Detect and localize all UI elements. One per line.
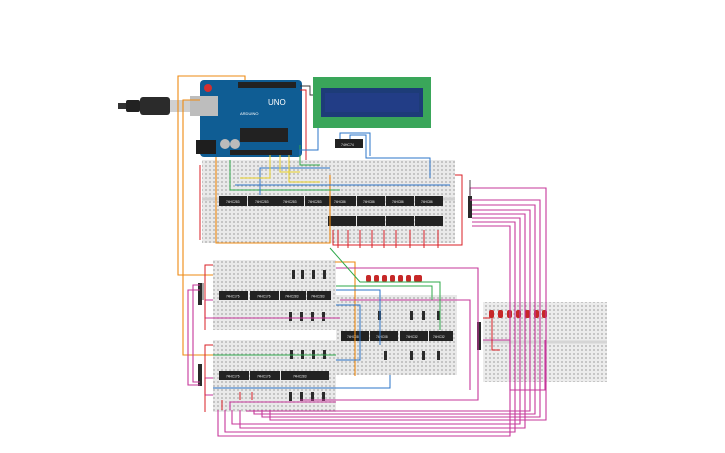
svg-text:74HC283: 74HC283 bbox=[255, 200, 269, 204]
chip bbox=[276, 196, 304, 206]
atmega-chip bbox=[240, 128, 288, 142]
svg-text:74HC08: 74HC08 bbox=[376, 335, 388, 339]
chip bbox=[386, 196, 414, 206]
chip-row-3: 74HC08 74HC08 74HC32 74HC32 bbox=[341, 331, 453, 341]
chip bbox=[280, 291, 306, 300]
led-row-mid bbox=[366, 275, 422, 282]
usb-cable[interactable] bbox=[118, 97, 190, 115]
wires-blue bbox=[213, 128, 450, 389]
svg-text:74HC176: 74HC176 bbox=[257, 375, 271, 379]
chip bbox=[219, 291, 248, 300]
reset-button-icon bbox=[204, 84, 212, 92]
arduino-uno-board[interactable]: UNO ARDUINO bbox=[190, 80, 302, 157]
chip bbox=[305, 196, 328, 206]
svg-text:74HC74: 74HC74 bbox=[341, 143, 354, 147]
svg-text:74HC283: 74HC283 bbox=[311, 295, 325, 299]
chip-row-1-right: 74HC86 74HC86 74HC86 74HC86 bbox=[328, 196, 443, 226]
chip-top[interactable]: 74HC74 bbox=[335, 139, 363, 148]
board-logo-label: ARDUINO bbox=[240, 111, 258, 116]
chip bbox=[281, 371, 329, 380]
svg-text:74HC86: 74HC86 bbox=[392, 200, 404, 204]
svg-text:74HC86: 74HC86 bbox=[421, 200, 433, 204]
svg-text:74HC283: 74HC283 bbox=[285, 295, 299, 299]
svg-text:74HC176: 74HC176 bbox=[257, 295, 271, 299]
chip bbox=[429, 331, 453, 341]
chip bbox=[357, 196, 385, 206]
usb-port bbox=[190, 96, 218, 116]
wires-red bbox=[199, 89, 500, 412]
svg-text:74HC32: 74HC32 bbox=[406, 335, 418, 339]
svg-text:74HC176: 74HC176 bbox=[226, 375, 240, 379]
chip bbox=[370, 331, 398, 341]
svg-text:74HC283: 74HC283 bbox=[293, 375, 307, 379]
svg-text:74HC08: 74HC08 bbox=[347, 335, 359, 339]
board-brand-label: UNO bbox=[268, 98, 286, 107]
wires-dark bbox=[202, 85, 471, 300]
lcd-display[interactable] bbox=[313, 77, 431, 128]
chip bbox=[248, 196, 276, 206]
chip bbox=[219, 196, 247, 206]
svg-text:74HC283: 74HC283 bbox=[283, 200, 297, 204]
wires-orange bbox=[177, 75, 356, 376]
chip bbox=[250, 291, 279, 300]
svg-text:74HC86: 74HC86 bbox=[334, 200, 346, 204]
power-jack bbox=[196, 140, 216, 154]
svg-text:74HC32: 74HC32 bbox=[433, 335, 445, 339]
wires-magenta bbox=[187, 187, 547, 437]
svg-text:74HC283: 74HC283 bbox=[308, 200, 322, 204]
chip bbox=[307, 291, 331, 300]
chip bbox=[328, 196, 356, 206]
chip-row-1: 74HC283 74HC283 74HC283 74HC283 bbox=[219, 196, 328, 206]
chip-row-4: 74HC176 74HC176 74HC283 bbox=[219, 371, 329, 380]
chip-row-2: 74HC176 74HC176 74HC283 74HC283 bbox=[219, 291, 331, 300]
digital-header bbox=[238, 82, 296, 88]
wires-green bbox=[213, 145, 441, 356]
svg-text:74HC176: 74HC176 bbox=[226, 295, 240, 299]
chip bbox=[415, 196, 443, 206]
chip bbox=[219, 371, 249, 380]
svg-text:74HC283: 74HC283 bbox=[226, 200, 240, 204]
led-row-right bbox=[489, 310, 547, 318]
wires-yellow bbox=[240, 155, 320, 183]
chip bbox=[400, 331, 428, 341]
analog-header bbox=[230, 150, 292, 155]
svg-text:74HC86: 74HC86 bbox=[363, 200, 375, 204]
chip bbox=[250, 371, 280, 380]
